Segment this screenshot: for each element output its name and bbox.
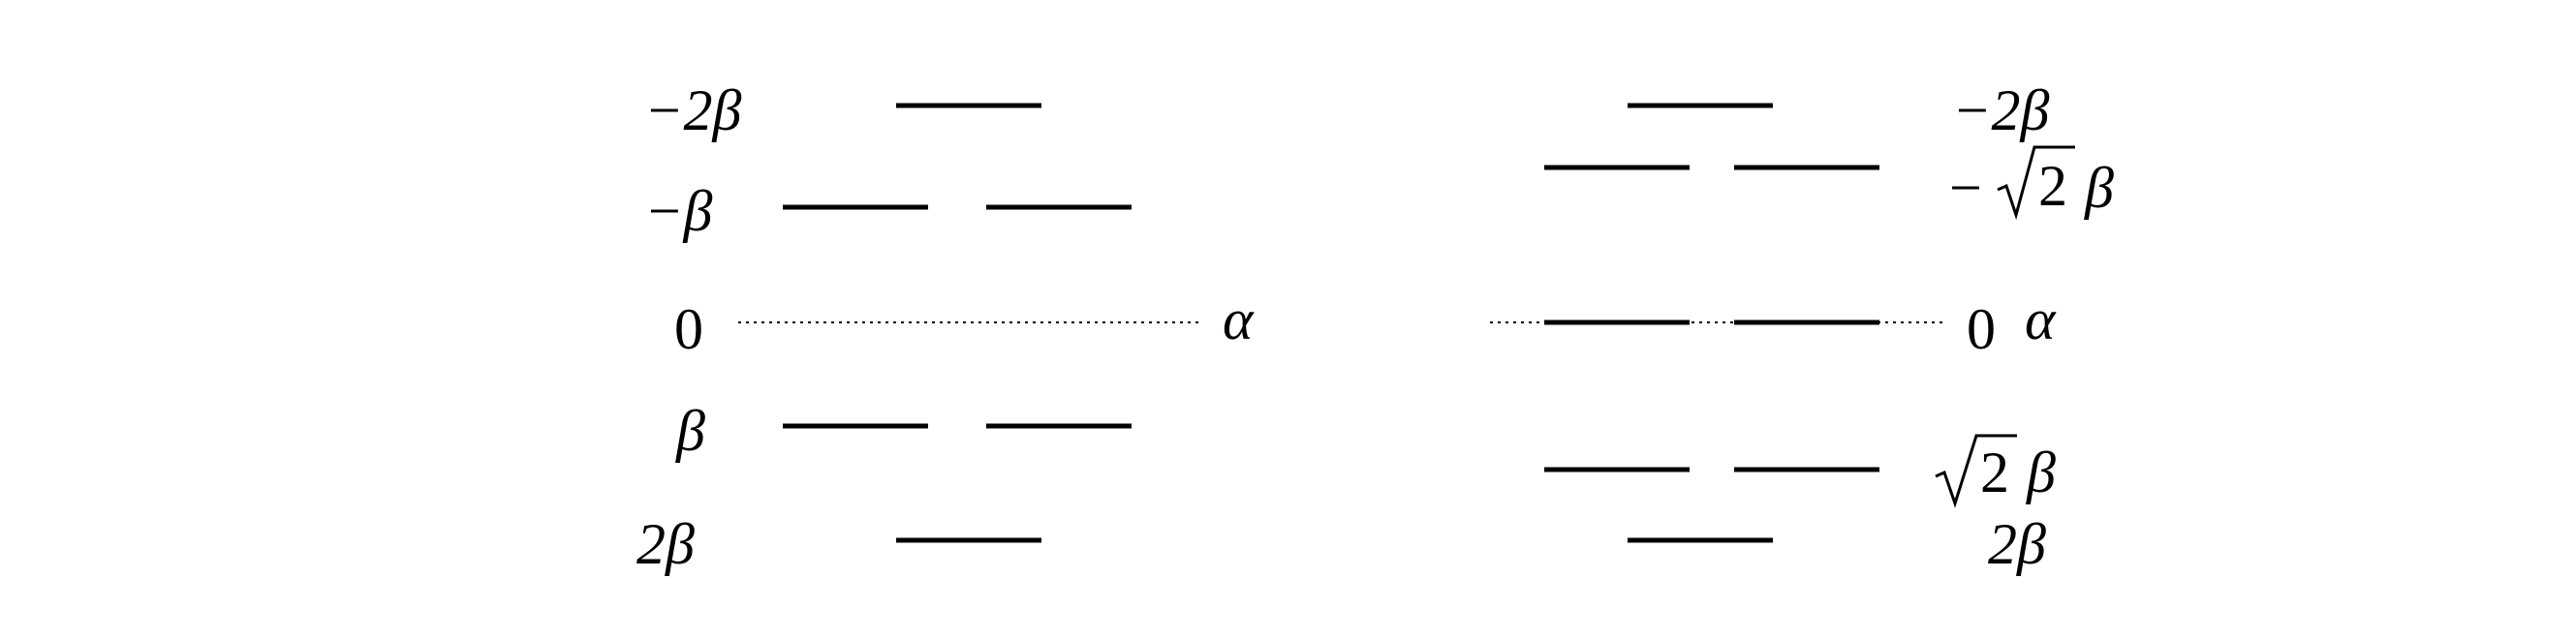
- sqrt-symbol-icon: [1997, 145, 2075, 221]
- left-label-neg-beta: −β: [644, 179, 712, 243]
- left-label-zero: 0: [674, 297, 703, 361]
- right-label-neg-sqrt2beta-sign: −: [1949, 156, 1982, 220]
- sqrt-symbol-icon: [1935, 434, 2017, 508]
- left-label-2beta: 2β: [636, 512, 695, 576]
- left-label-neg-2beta: −2β: [644, 78, 741, 142]
- right-label-neg-sqrt2beta-beta: β: [2084, 156, 2114, 220]
- left-diagram: −2β −β 0 β 2β α: [636, 78, 1255, 576]
- right-label-neg-2beta: −2β: [1952, 78, 2049, 142]
- left-label-alpha: α: [1223, 288, 1255, 351]
- right-label-sqrt2beta: 2 β: [1935, 434, 2056, 508]
- right-label-neg-sqrt2beta-radicand: 2: [2038, 154, 2067, 218]
- right-label-alpha: α: [2025, 288, 2057, 351]
- right-label-sqrt2beta-radicand: 2: [1980, 441, 2009, 504]
- right-label-2beta: 2β: [1988, 512, 2046, 576]
- right-label-zero: 0: [1967, 297, 1996, 361]
- right-label-sqrt2beta-beta: β: [2026, 441, 2056, 504]
- right-label-neg-sqrt2beta: − 2 β: [1949, 145, 2114, 221]
- left-label-beta: β: [675, 399, 705, 463]
- right-diagram: −2β − 2 β 0 α 2 β 2β: [1490, 78, 2114, 576]
